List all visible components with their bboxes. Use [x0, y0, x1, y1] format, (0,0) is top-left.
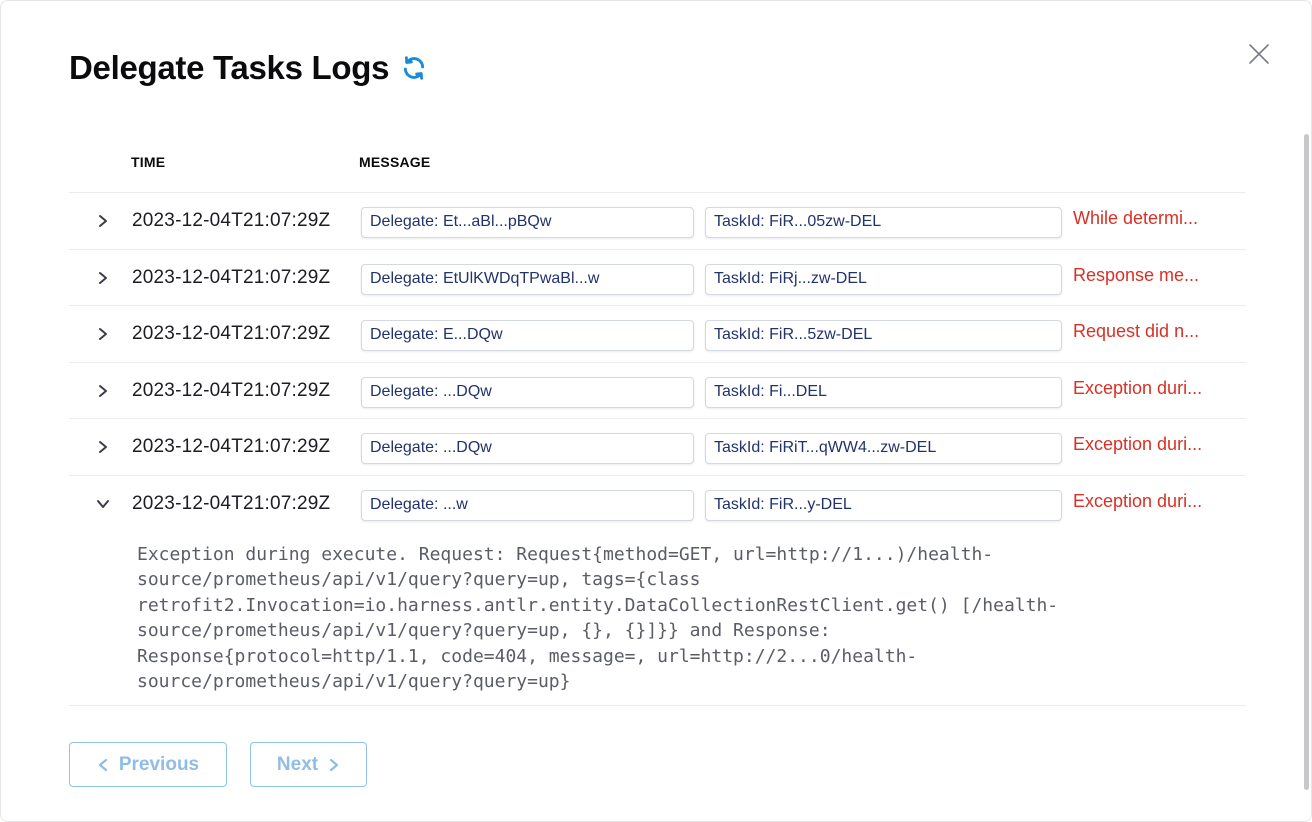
delegate-tag: Delegate: E...DQw: [361, 320, 694, 351]
table-row[interactable]: 2023-12-04T21:07:29Z Delegate: ...DQw Task…: [69, 419, 1246, 476]
chevron-down-icon[interactable]: [95, 496, 111, 512]
row-error-message: Exception duri...: [1073, 434, 1203, 454]
scrollbar[interactable]: [1304, 134, 1309, 790]
previous-button[interactable]: Previous: [69, 742, 227, 787]
table-row[interactable]: 2023-12-04T21:07:29Z Delegate: EtUlKWDqTP…: [69, 250, 1246, 306]
chevron-right-icon[interactable]: [95, 439, 111, 455]
delegate-tag: Delegate: ...w: [361, 489, 694, 521]
dialog-title: Delegate Tasks Logs: [69, 49, 390, 86]
column-header-message: MESSAGE: [359, 154, 431, 170]
table-row[interactable]: 2023-12-04T21:07:29Z Delegate: ...w TaskId…: [69, 476, 1246, 706]
chevron-right-icon[interactable]: [95, 270, 111, 286]
chevron-right-icon[interactable]: [95, 326, 111, 342]
previous-label: Previous: [118, 753, 200, 775]
next-label: Next: [276, 753, 319, 775]
table-row[interactable]: 2023-12-04T21:07:29Z Delegate: ...DQw Task…: [69, 363, 1246, 419]
row-details: Exception during execute. Request: Reque…: [137, 543, 1059, 693]
delegate-tag: Delegate: Et...aBl...pBQw: [361, 207, 694, 238]
row-time: 2023-12-04T21:07:29Z: [132, 266, 331, 288]
row-error-message: While determi...: [1073, 208, 1199, 228]
task-id-tag: TaskId: FiR...y-DEL: [705, 489, 1062, 521]
row-time: 2023-12-04T21:07:29Z: [132, 436, 331, 457]
chevron-left-icon: [98, 758, 107, 771]
task-id-tag: TaskId: FiRiT...qWW4...zw-DEL: [705, 433, 1062, 464]
row-error-message: Exception duri...: [1073, 377, 1203, 398]
task-id-tag: TaskId: FiR...05zw-DEL: [705, 207, 1062, 238]
table-row[interactable]: 2023-12-04T21:07:29Z Delegate: Et...aBl..…: [69, 193, 1246, 250]
task-id-tag: TaskId: FiRj...zw-DEL: [705, 263, 1062, 295]
delegate-tag: Delegate: EtUlKWDqTPwaBl...w: [361, 263, 694, 295]
column-header-time: TIME: [131, 154, 166, 170]
row-error-message: Response me...: [1073, 264, 1200, 285]
next-button[interactable]: Next: [250, 742, 367, 787]
close-icon[interactable]: [1247, 42, 1271, 66]
table-header: TIME MESSAGE: [69, 141, 1246, 193]
dialog-header: Delegate Tasks Logs: [69, 49, 427, 87]
delegate-tag: Delegate: ...DQw: [361, 433, 694, 464]
row-time: 2023-12-04T21:07:29Z: [132, 323, 331, 344]
refresh-icon[interactable]: [401, 55, 427, 81]
chevron-right-icon[interactable]: [95, 213, 111, 229]
chevron-right-icon: [329, 758, 339, 771]
chevron-right-icon[interactable]: [95, 383, 111, 399]
table-row[interactable]: 2023-12-04T21:07:29Z Delegate: E...DQw Tas…: [69, 306, 1246, 363]
delegate-tag: Delegate: ...DQw: [361, 376, 694, 408]
row-time: 2023-12-04T21:07:29Z: [132, 210, 331, 231]
logs-table: TIME MESSAGE 2023-12-04T21:07:29Z Delegat…: [69, 141, 1246, 706]
table-body: 2023-12-04T21:07:29Z Delegate: Et...aBl..…: [69, 193, 1246, 706]
row-error-message: Exception duri...: [1073, 490, 1203, 511]
row-error-message: Request did n...: [1073, 321, 1200, 341]
row-time: 2023-12-04T21:07:29Z: [132, 492, 331, 514]
task-id-tag: TaskId: Fi...DEL: [705, 376, 1062, 408]
row-time: 2023-12-04T21:07:29Z: [132, 379, 331, 401]
task-id-tag: TaskId: FiR...5zw-DEL: [705, 320, 1062, 351]
